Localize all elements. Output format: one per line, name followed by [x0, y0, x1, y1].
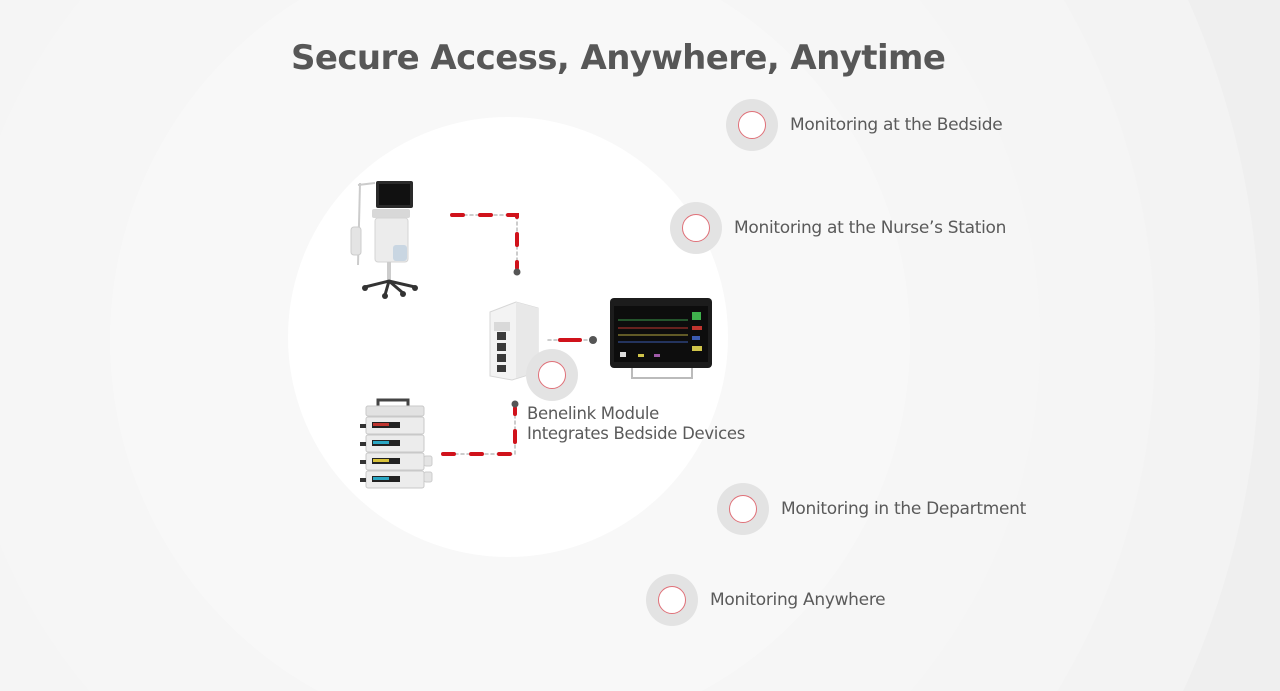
ring-icon — [670, 202, 722, 254]
patient-monitor-icon — [610, 298, 712, 379]
location-label: Monitoring at the Nurse’s Station — [734, 218, 1007, 238]
module-ring-icon[interactable] — [526, 349, 578, 401]
module-caption-line2: Integrates Bedside Devices — [527, 424, 745, 443]
location-item-nurse-station[interactable]: Monitoring at the Nurse’s Station — [670, 202, 1006, 254]
module-caption: Benelink Module Integrates Bedside Devic… — [527, 404, 745, 444]
connector-monitor — [547, 336, 597, 344]
location-item-anywhere[interactable]: Monitoring Anywhere — [646, 574, 886, 626]
location-label: Monitoring at the Bedside — [790, 115, 1003, 135]
ring-icon — [646, 574, 698, 626]
page-title: Secure Access, Anywhere, Anytime — [291, 38, 946, 78]
connector-pump — [441, 400, 519, 456]
infusion-pump-stack-icon — [360, 398, 433, 489]
ventilator-icon — [350, 181, 418, 299]
location-label: Monitoring in the Department — [781, 499, 1026, 519]
location-item-bedside[interactable]: Monitoring at the Bedside — [726, 99, 1003, 151]
connector-ventilator — [450, 213, 521, 276]
ring-icon — [717, 483, 769, 535]
location-label: Monitoring Anywhere — [710, 590, 886, 610]
benelink-module-icon — [489, 301, 539, 381]
ring-icon — [726, 99, 778, 151]
module-caption-line1: Benelink Module — [527, 404, 660, 423]
location-item-department[interactable]: Monitoring in the Department — [717, 483, 1026, 535]
